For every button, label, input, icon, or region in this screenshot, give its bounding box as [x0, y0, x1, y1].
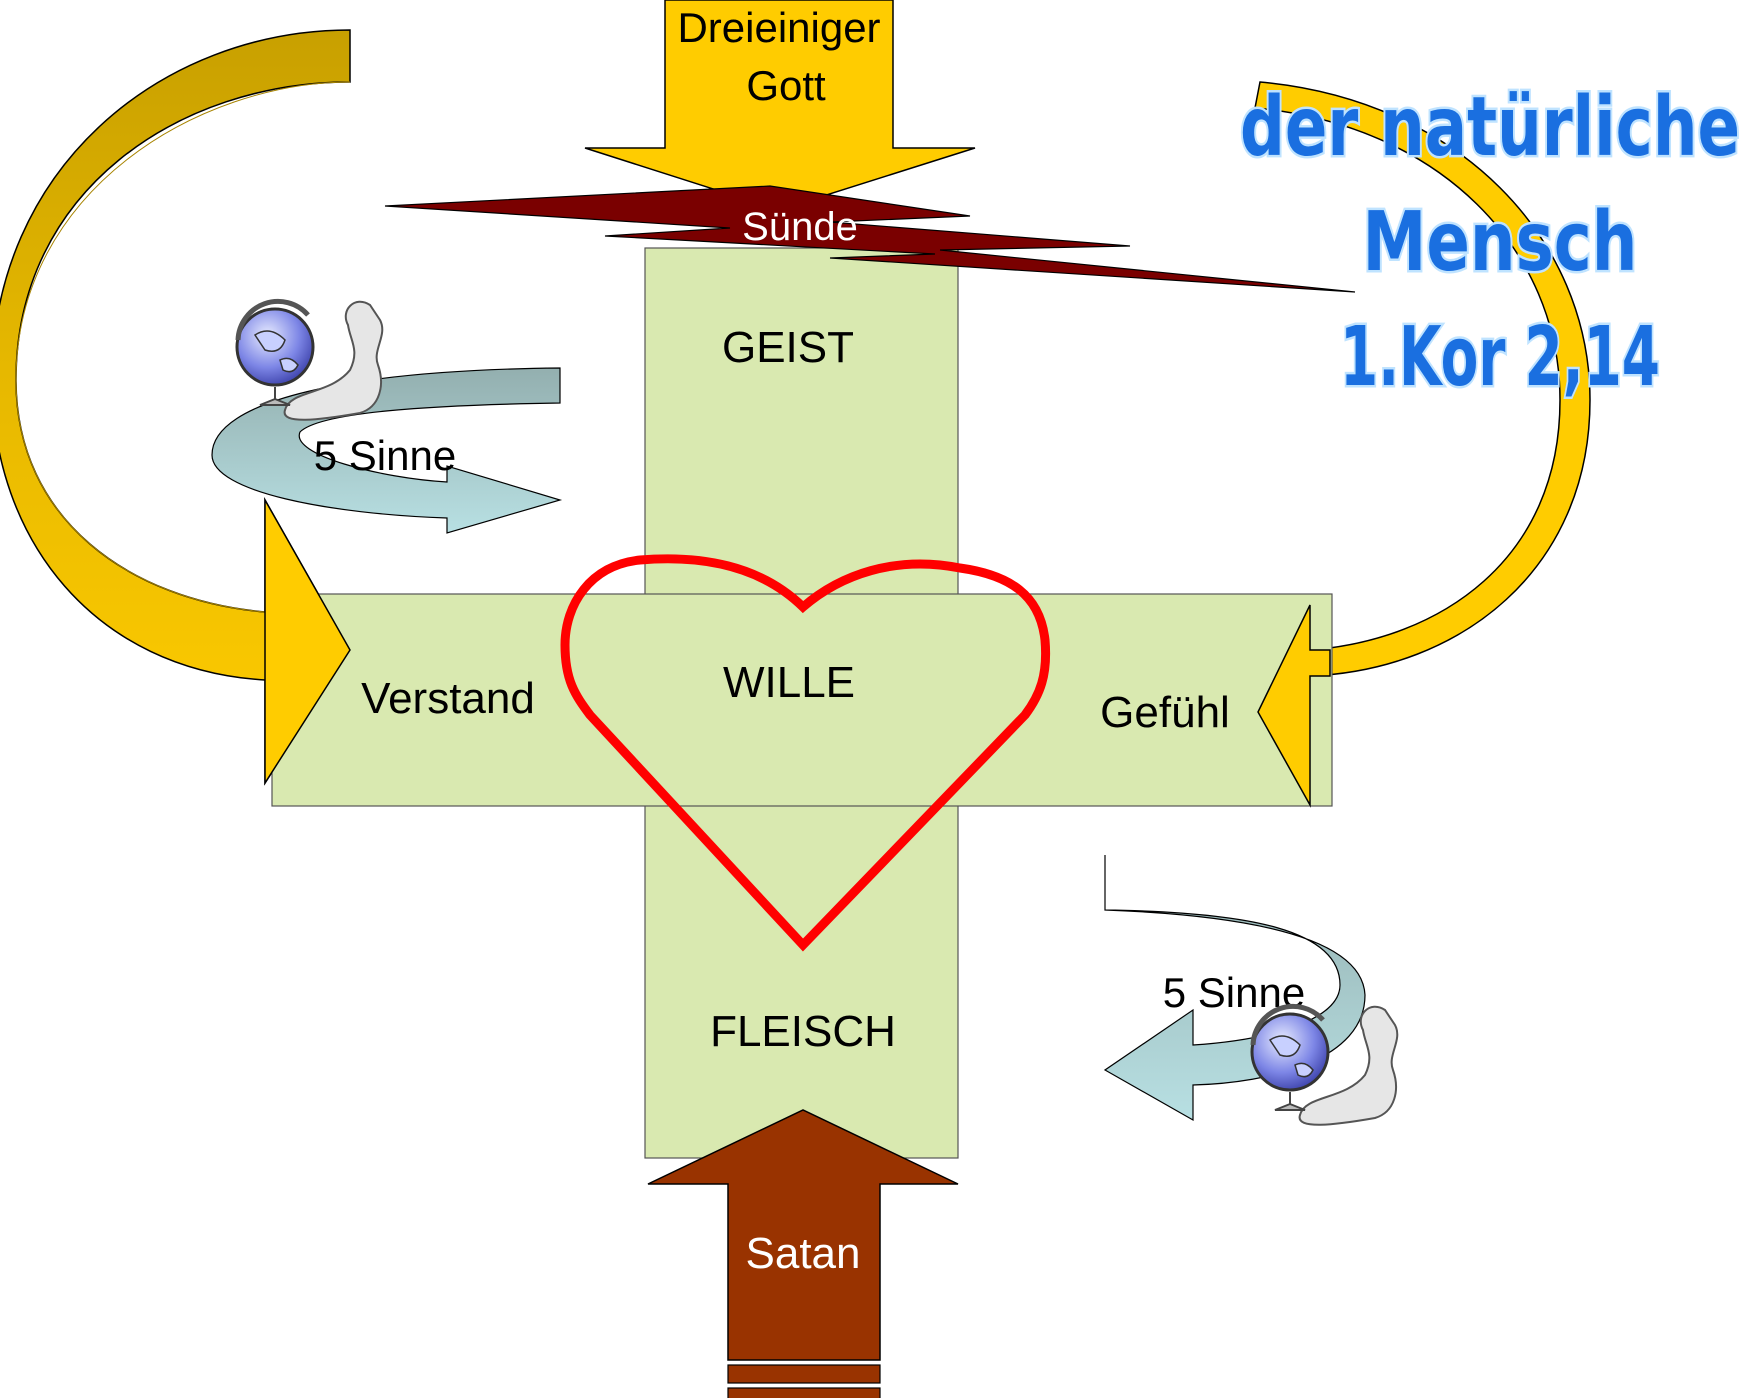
heart-outline [560, 554, 1051, 952]
globe-figure-icon [1250, 1003, 1399, 1126]
title-line2: Mensch [1363, 195, 1638, 290]
flesh-label: FLEISCH [710, 1007, 896, 1056]
god-label-line2: Gott [746, 62, 826, 109]
senses-left-arrow: 5 Sinne [211, 367, 563, 534]
feeling-label: Gefühl [1100, 688, 1230, 737]
cross [271, 247, 1333, 1159]
satan-arrow: Satan [647, 1109, 959, 1398]
satan-label: Satan [746, 1229, 861, 1278]
globe-figure-icon [235, 298, 384, 421]
god-label-line1: Dreieiniger [677, 4, 880, 51]
mind-label: Verstand [361, 674, 535, 723]
right-arrow-head [1257, 604, 1331, 808]
senses-right-arrow: 5 Sinne [1103, 855, 1366, 1122]
sin-band: Sünde [384, 185, 1356, 293]
spirit-label: GEIST [722, 323, 854, 372]
left-arrow-head [264, 497, 351, 786]
title-line3: 1.Kor 2,14 [1340, 310, 1660, 405]
will-label: WILLE [723, 658, 855, 707]
god-arrow: Dreieiniger Gott [584, 0, 976, 211]
title-line1: der natürliche [1240, 80, 1740, 175]
page-title: der natürliche Mensch 1.Kor 2,14 [1238, 78, 1743, 408]
senses-left-label: 5 Sinne [314, 432, 456, 479]
sin-label: Sünde [742, 205, 858, 249]
